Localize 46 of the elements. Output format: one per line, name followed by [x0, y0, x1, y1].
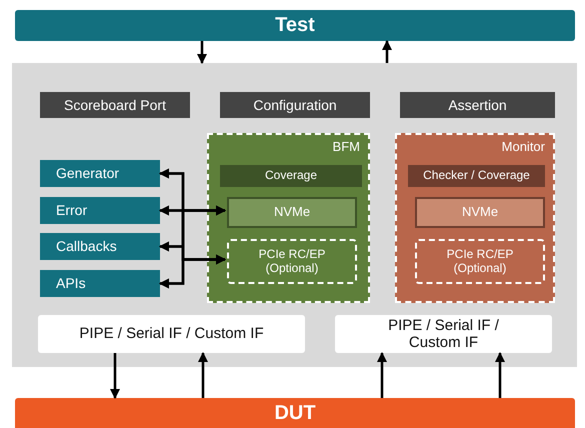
interface-box [38, 315, 305, 353]
title-bar [15, 10, 575, 41]
node-label: Checker / Coverage [423, 169, 530, 183]
node-label: BFM [332, 140, 360, 155]
node-label: Scoreboard Port [64, 96, 166, 114]
component-box [40, 197, 160, 224]
node-label: NVMe [462, 205, 498, 220]
node-label: Generator [56, 165, 120, 182]
node-label: Configuration [253, 96, 337, 114]
dut-bar [15, 398, 575, 428]
bfm-block [207, 133, 370, 303]
node-label: PIPE / Serial IF / Custom IF [79, 325, 264, 343]
arrow [110, 353, 120, 399]
arrow [197, 41, 207, 64]
monitor-block [395, 133, 555, 303]
environment-panel [12, 63, 577, 367]
arrow [377, 352, 387, 398]
double-arrow [159, 254, 226, 288]
node-label: Coverage [264, 169, 318, 183]
component-box [40, 270, 160, 297]
header-box [220, 92, 370, 118]
header-box [400, 92, 555, 118]
node-label: PCIe RC/EP (Optional) [258, 248, 326, 276]
node-label: Error [56, 202, 88, 219]
component-box [40, 160, 160, 187]
node-label: Callbacks [56, 238, 117, 255]
node-label: APIs [56, 275, 86, 292]
protocol-box [227, 197, 357, 228]
node-label: PIPE / Serial IF / Custom IF [387, 316, 500, 352]
node-label: Test [275, 14, 315, 37]
node-label: NVMe [274, 205, 310, 220]
node-label: PCIe RC/EP (Optional) [446, 248, 514, 276]
header-box [40, 92, 190, 118]
protocol-box [415, 197, 545, 228]
coverage-box [408, 165, 545, 187]
coverage-box [220, 165, 362, 187]
arrow [198, 352, 208, 398]
interface-box [335, 315, 552, 353]
optional-box [415, 239, 545, 284]
node-label: Monitor [502, 140, 545, 155]
component-box [40, 233, 160, 260]
node-label: Assertion [448, 96, 507, 114]
node-label: DUT [274, 402, 316, 424]
optional-box [227, 239, 357, 284]
arrow [382, 40, 392, 63]
arrow [495, 352, 505, 398]
